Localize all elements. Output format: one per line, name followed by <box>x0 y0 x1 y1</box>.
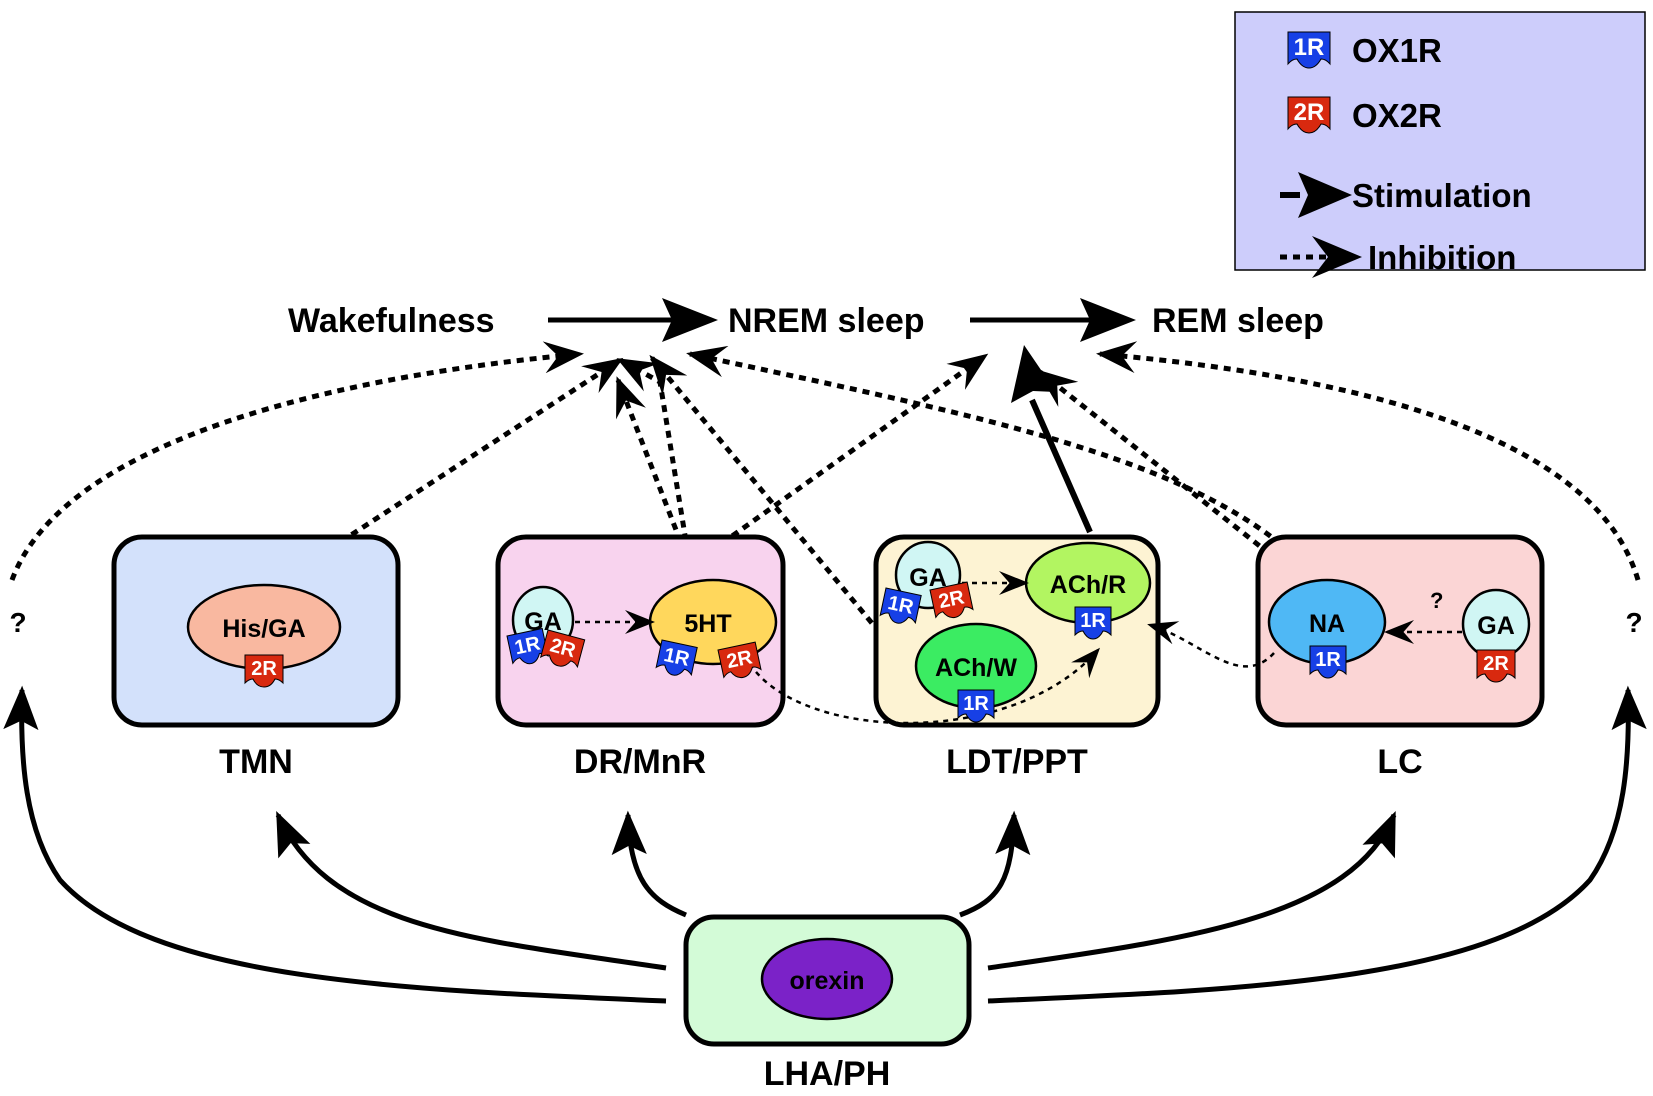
legend-ox1r-label: OX1R <box>1352 32 1442 69</box>
orexin-to-tmn <box>275 810 667 971</box>
svg-text:1R: 1R <box>1080 610 1106 632</box>
ldt-ga-ox1r-receptor: 1R <box>879 587 922 625</box>
lc-ga-to-na-question: ? <box>1430 588 1443 613</box>
left-unknown-target: ? <box>9 607 26 638</box>
lc-na-to-rem <box>1036 369 1292 572</box>
ach-r-ox1r-receptor: 1R <box>1074 606 1112 640</box>
his-ga-ox2r-receptor: 2R <box>244 654 284 688</box>
ach-w-ox1r-receptor: 1R <box>957 689 995 723</box>
five-ht-ox1r-receptor: 1R <box>655 639 698 677</box>
achw-to-wake <box>649 354 907 665</box>
drmnr-ga-ox1r-receptor: 1R <box>506 627 549 665</box>
region-lhaph-label: LHA/PH <box>764 1055 891 1093</box>
tmn-to-wake <box>306 357 624 566</box>
nrem-to-rem-arrowhead-icon <box>1080 298 1136 342</box>
drmnr-5ht-to-nrem <box>688 353 989 569</box>
svg-text:1R: 1R <box>963 693 989 715</box>
orexin-to-left-unknown <box>3 685 667 1004</box>
drmnr-ga-ox2r-receptor: 2R <box>539 629 586 669</box>
ach-r-label: ACh/R <box>1050 571 1126 599</box>
orexin-to-lc <box>987 810 1397 971</box>
na-to-achr <box>1147 621 1275 668</box>
inhibition-projections <box>9 341 1641 665</box>
orexin-projections <box>3 685 1647 1004</box>
orexin-to-drmnr <box>611 810 687 918</box>
legend-inhibition-arrow-icon <box>1280 236 1362 278</box>
ldt-ga-ox2r-receptor: 2R <box>929 581 974 619</box>
legend: 1R OX1R 2R OX2R Stimulation Inhibition <box>1234 11 1646 278</box>
region-drmnr-label: DR/MnR <box>574 743 706 781</box>
svg-text:2R: 2R <box>251 658 277 680</box>
right-unknown-target: ? <box>1625 607 1642 638</box>
legend-ox2r-icon-text: 2R <box>1294 99 1325 126</box>
svg-text:1R: 1R <box>662 644 692 671</box>
orexin-to-right-unknown <box>987 685 1647 1004</box>
state-nrem-sleep: NREM sleep <box>728 302 925 340</box>
orexin-neuron <box>760 937 894 1021</box>
achr-to-rem-arrow <box>1029 398 1093 534</box>
wake-to-nrem-arrowhead-icon <box>662 298 718 342</box>
achr-to-rem-arrowhead-icon <box>1011 345 1056 403</box>
svg-text:2R: 2R <box>1483 653 1509 675</box>
lc-ga-label: GA <box>1477 612 1515 640</box>
na-label: NA <box>1309 610 1345 638</box>
svg-text:1R: 1R <box>886 592 916 619</box>
legend-inhibition-label: Inhibition <box>1368 239 1516 276</box>
svg-text:2R: 2R <box>725 646 755 673</box>
svg-text:1R: 1R <box>513 632 543 659</box>
legend-stimulation-arrow-icon <box>1280 172 1352 218</box>
state-rem-sleep: REM sleep <box>1152 302 1324 340</box>
ach-w-label: ACh/W <box>935 654 1017 682</box>
legend-ox2r-label: OX2R <box>1352 97 1442 134</box>
na-ox1r-receptor: 1R <box>1309 645 1347 679</box>
right-question-to-rem <box>1096 341 1641 581</box>
lc-na-to-wake <box>686 345 1312 572</box>
legend-ox1r-icon: 1R <box>1287 31 1331 69</box>
legend-stimulation-label: Stimulation <box>1352 177 1532 214</box>
legend-ox1r-icon-text: 1R <box>1294 34 1325 61</box>
svg-text:1R: 1R <box>1315 649 1341 671</box>
orexin-to-ldtppt <box>959 810 1031 918</box>
five-ht-ox2r-receptor: 2R <box>717 641 762 679</box>
five-ht-label: 5HT <box>684 610 731 638</box>
his-ga-label: His/GA <box>222 615 305 643</box>
region-tmn-label: TMN <box>219 743 293 781</box>
lc-ga-ox2r-receptor: 2R <box>1476 649 1516 683</box>
legend-ox2r-icon: 2R <box>1287 96 1331 134</box>
orexin-label: orexin <box>789 967 864 995</box>
region-ldtppt-label: LDT/PPT <box>946 743 1088 781</box>
svg-text:2R: 2R <box>937 586 967 613</box>
region-lc-label: LC <box>1377 743 1422 781</box>
state-wakefulness: Wakefulness <box>288 302 495 340</box>
